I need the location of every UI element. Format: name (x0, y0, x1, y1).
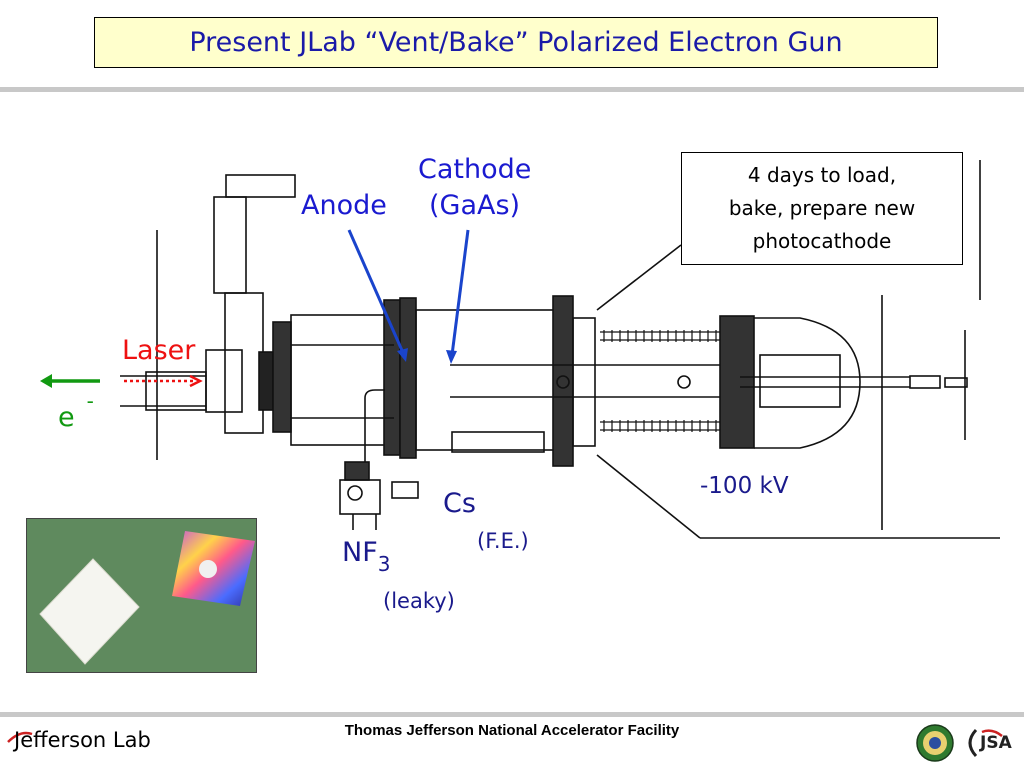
load-time-callout: 4 days to load, bake, prepare new photoc… (681, 152, 963, 265)
nf-symbol: NF (342, 537, 378, 568)
cathode-arrow (450, 229, 470, 356)
anode-arrow (347, 229, 406, 356)
anode-flange (399, 297, 417, 459)
electron-symbol: e (58, 402, 75, 433)
cathode-material-label: (GaAs) (429, 190, 521, 221)
callout-text: 4 days to load, bake, prepare new photoc… (728, 163, 916, 253)
logo-swoosh-icon (7, 731, 33, 743)
logo-text: Jefferson Lab (14, 728, 151, 752)
laser-label: Laser (122, 335, 196, 366)
title-box: Present JLab “Vent/Bake” Polarized Elect… (94, 17, 938, 68)
voltage-label: -100 kV (700, 473, 789, 499)
electron-gun-diagram (40, 160, 1000, 539)
insulator-flange (552, 295, 574, 467)
cathode-label: Cathode (418, 154, 532, 185)
pump-upper (213, 196, 247, 294)
photocathode-photo (26, 518, 257, 673)
jefferson-lab-logo: Jefferson Lab (6, 728, 151, 752)
bottom-divider (0, 712, 1024, 717)
anode-label: Anode (301, 190, 387, 221)
main-chamber (290, 314, 395, 446)
doe-seal-icon (916, 724, 954, 762)
leaky-label: (leaky) (383, 589, 455, 613)
left-flange-body (205, 349, 243, 413)
page-title: Present JLab “Vent/Bake” Polarized Elect… (189, 27, 843, 58)
jsa-swoosh-icon (968, 728, 1003, 758)
footer-facility: Thomas Jefferson National Accelerator Fa… (344, 722, 680, 739)
jsa-text: JSA (980, 733, 1012, 753)
left-flange (258, 351, 274, 411)
wafer-spot (199, 560, 217, 578)
nf-subscript: 3 (377, 552, 391, 576)
nf3-valve (344, 461, 370, 481)
top-divider (0, 87, 1024, 92)
electron-charge: - (86, 389, 94, 413)
photo-drawing (39, 531, 255, 665)
cs-label: Cs (443, 488, 476, 519)
pump-cap (225, 174, 296, 198)
laser-arrowhead (189, 374, 203, 388)
jsa-logo: JSA (962, 726, 1020, 760)
cathode-chamber (415, 309, 559, 451)
fe-label: (F.E.) (477, 529, 529, 553)
chamber-flange-left (272, 321, 292, 433)
electron-arrowhead (40, 374, 52, 388)
nf3-label: NF3 (342, 537, 390, 576)
white-wafer (39, 558, 140, 665)
rear-dome (754, 317, 861, 449)
rear-flange (719, 315, 755, 449)
electron-label: e- (58, 389, 94, 433)
